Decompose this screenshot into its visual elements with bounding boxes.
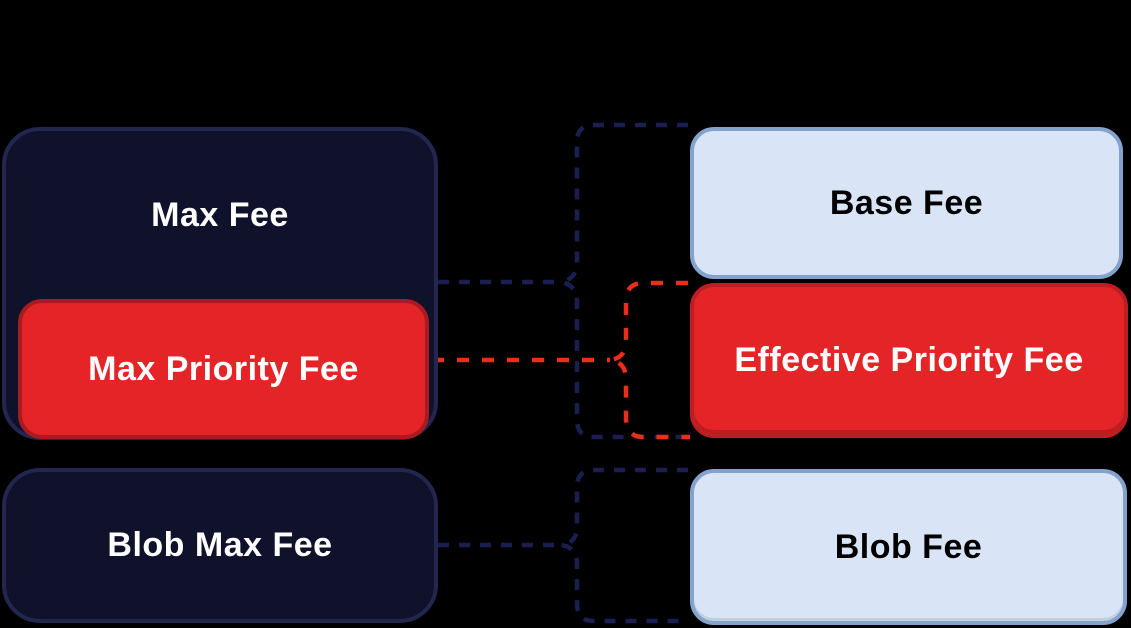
priority-fee-brace-connector	[609, 280, 690, 440]
max-priority-fee-box: Max Priority Fee	[18, 299, 429, 439]
max-fee-label-area: Max Fee	[6, 131, 434, 299]
effective-priority-fee-label: Effective Priority Fee	[734, 341, 1084, 379]
base-fee-box: Base Fee	[690, 127, 1123, 279]
max-priority-fee-label: Max Priority Fee	[88, 349, 359, 388]
effective-priority-fee-box: Effective Priority Fee	[690, 283, 1128, 438]
blob-max-fee-label: Blob Max Fee	[107, 526, 333, 564]
blob-fee-box: Blob Fee	[690, 469, 1127, 625]
blob-fee-brace-connector	[560, 467, 688, 624]
blob-fee-label: Blob Fee	[834, 527, 983, 566]
max-fee-label: Max Fee	[151, 195, 289, 234]
max-fee-box: Max Fee Max Priority Fee	[2, 127, 438, 440]
blob-max-fee-box: Blob Max Fee	[2, 468, 438, 623]
base-fee-label: Base Fee	[829, 183, 984, 222]
max-fee-brace-connector	[560, 122, 688, 440]
